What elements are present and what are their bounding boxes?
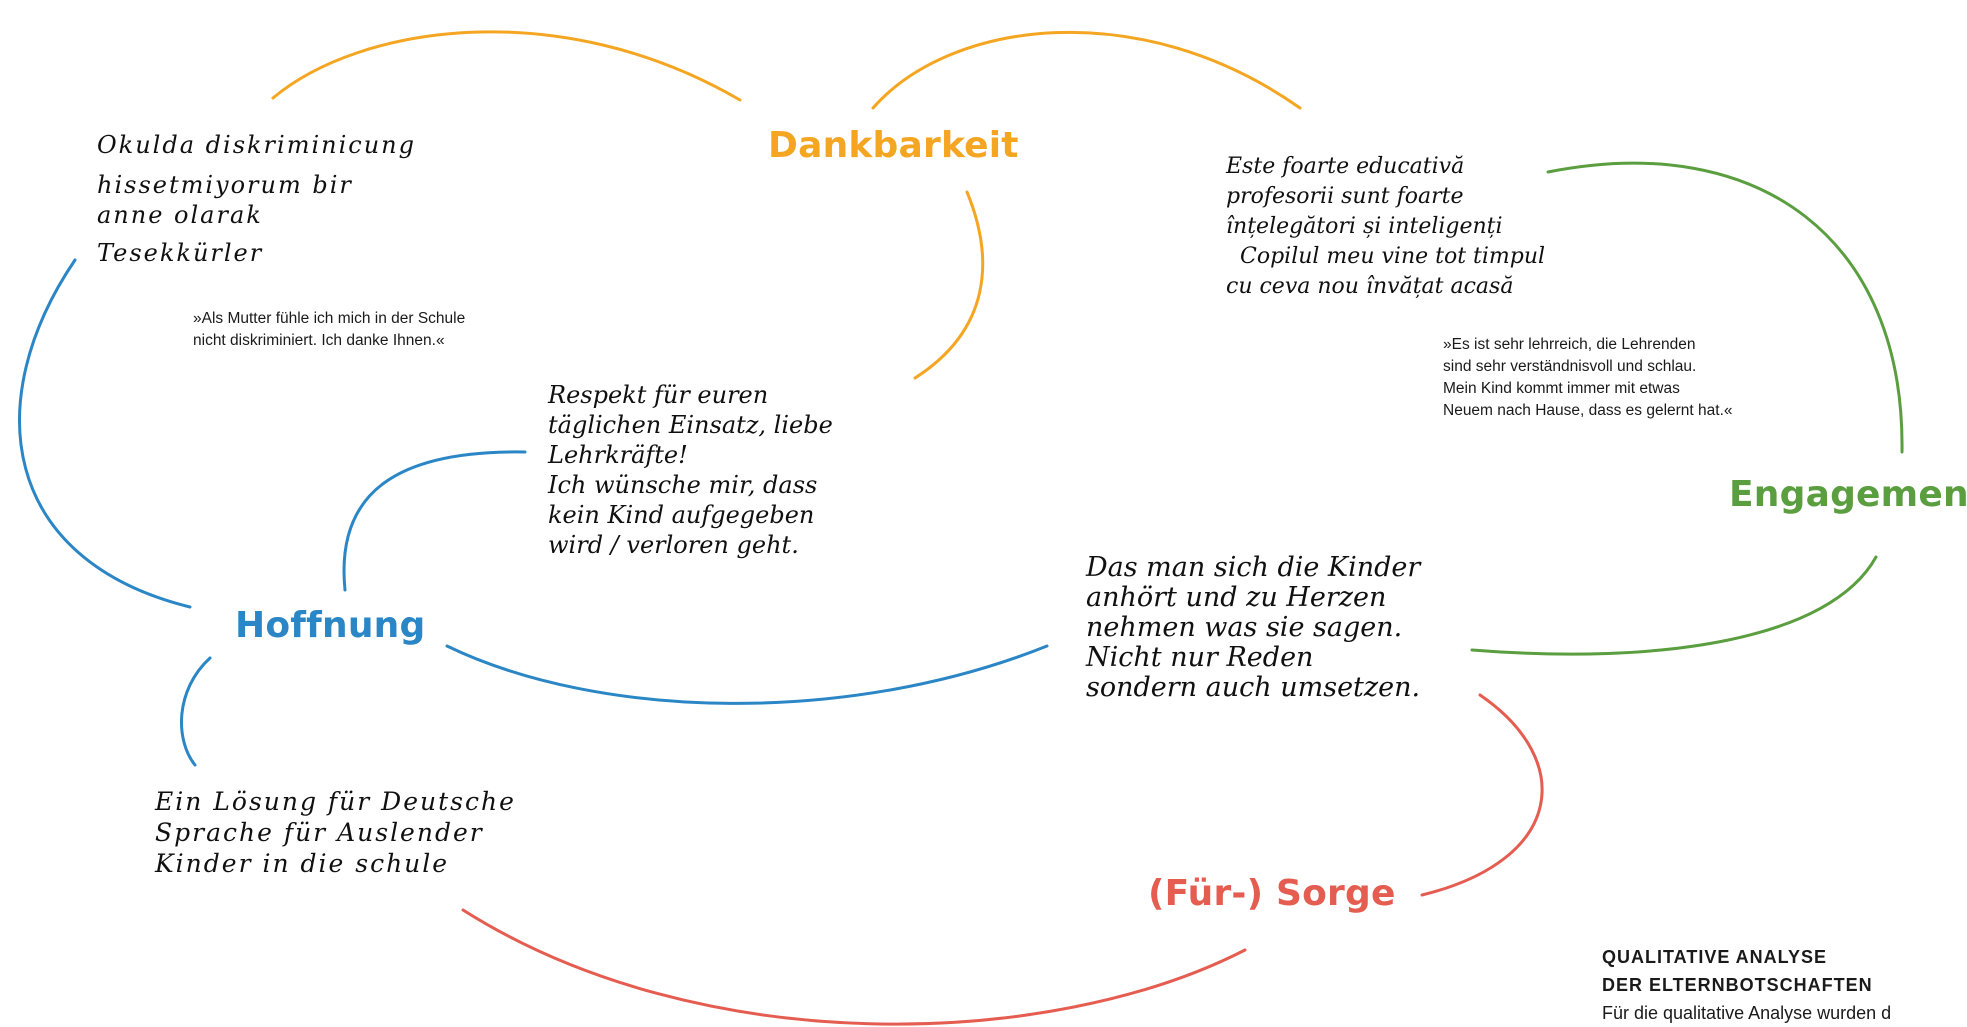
handwritten-line: anne olarak — [97, 201, 263, 229]
handwritten-line: hissetmiyorum bir — [97, 171, 353, 199]
fuersorge-arc-bottom — [461, 908, 1247, 1026]
handwritten-line: Lehrkräfte! — [548, 441, 688, 469]
handwritten-message-turkish: Okulda diskriminicung hissetmiyorum bir … — [97, 130, 416, 268]
hoffnung-arc-up — [342, 450, 527, 592]
quote-line: Neuem nach Hause, dass es gelernt hat.« — [1443, 402, 1733, 419]
node-label-engagement: Engagement — [1729, 474, 1967, 515]
node-label-dankbarkeit: Dankbarkeit — [768, 125, 1019, 166]
quote-line: »Es ist sehr lehrreich, die Lehrenden — [1443, 336, 1696, 353]
handwritten-line: sondern auch umsetzen. — [1086, 672, 1421, 703]
handwritten-line: profesorii sunt foarte — [1226, 184, 1464, 209]
fuersorge-arc-right — [1420, 693, 1544, 897]
handwritten-line: nehmen was sie sagen. — [1086, 612, 1403, 643]
translation-quote-turkish: »Als Mutter fühle ich mich in der Schule… — [193, 308, 465, 352]
handwritten-line: Sprache für Auslender — [155, 818, 484, 847]
quote-line: »Als Mutter fühle ich mich in der Schule — [193, 310, 466, 327]
node-label-fuersorge: (Für-) Sorge — [1148, 873, 1396, 914]
handwritten-line: Ein Lösung für Deutsche — [155, 787, 516, 816]
handwritten-line: kein Kind aufgegeben — [548, 501, 815, 529]
analysis-body-text: Für die qualitative Analyse wurden d — [1602, 1003, 1892, 1023]
handwritten-message-respekt: Respekt für euren täglichen Einsatz, lie… — [548, 380, 833, 560]
dankbarkeit-arc-down — [913, 190, 985, 380]
engagement-arc-top — [1546, 161, 1904, 454]
node-label-hoffnung: Hoffnung — [235, 605, 426, 646]
handwritten-line: Okulda diskriminicung — [97, 131, 416, 159]
hoffnung-arc-left — [18, 258, 192, 609]
quote-line: Mein Kind kommt immer mit etwas — [1443, 380, 1680, 397]
analysis-heading-line2: DER ELTERNBOTSCHAFTEN — [1602, 975, 1873, 995]
quote-line: sind sehr verständnisvoll und schlau. — [1443, 358, 1697, 375]
handwritten-line: cu ceva nou învățat acasă — [1226, 274, 1514, 299]
quote-line: nicht diskriminiert. Ich danke Ihnen.« — [193, 332, 445, 349]
dankbarkeit-arc-left — [271, 30, 742, 102]
handwritten-line: Este foarte educativă — [1226, 154, 1465, 179]
handwritten-line: Kinder in die schule — [155, 849, 450, 878]
hoffnung-arc-bottom — [445, 644, 1049, 705]
engagement-arc-bottom — [1470, 555, 1878, 656]
handwritten-line: Ich wünsche mir, dass — [548, 471, 818, 499]
handwritten-line: Nicht nur Reden — [1086, 642, 1314, 673]
handwritten-message-sprache: Ein Lösung für Deutsche Sprache für Ausl… — [155, 786, 516, 879]
handwritten-line: Copilul meu vine tot timpul — [1240, 244, 1546, 269]
handwritten-line: wird / verloren geht. — [548, 531, 799, 559]
handwritten-message-zuhoeren: Das man sich die Kinder anhört und zu He… — [1086, 553, 1420, 703]
translation-quote-romanian: »Es ist sehr lehrreich, die Lehrenden si… — [1443, 334, 1733, 422]
dankbarkeit-arc-right — [871, 30, 1302, 110]
analysis-text-block: QUALITATIVE ANALYSE DER ELTERNBOTSCHAFTE… — [1602, 943, 1967, 1027]
handwritten-line: Das man sich die Kinder — [1086, 552, 1421, 583]
handwritten-line: Tesekkürler — [97, 239, 264, 267]
handwritten-line: înțelegători și inteligenți — [1226, 214, 1503, 239]
handwritten-line: täglichen Einsatz, liebe — [548, 411, 833, 439]
handwritten-message-romanian: Este foarte educativă profesorii sunt fo… — [1226, 152, 1545, 302]
handwritten-line: Respekt für euren — [548, 381, 769, 409]
handwritten-line: anhört und zu Herzen — [1086, 582, 1387, 613]
hoffnung-arc-down — [180, 656, 212, 767]
analysis-heading-line1: QUALITATIVE ANALYSE — [1602, 947, 1828, 967]
